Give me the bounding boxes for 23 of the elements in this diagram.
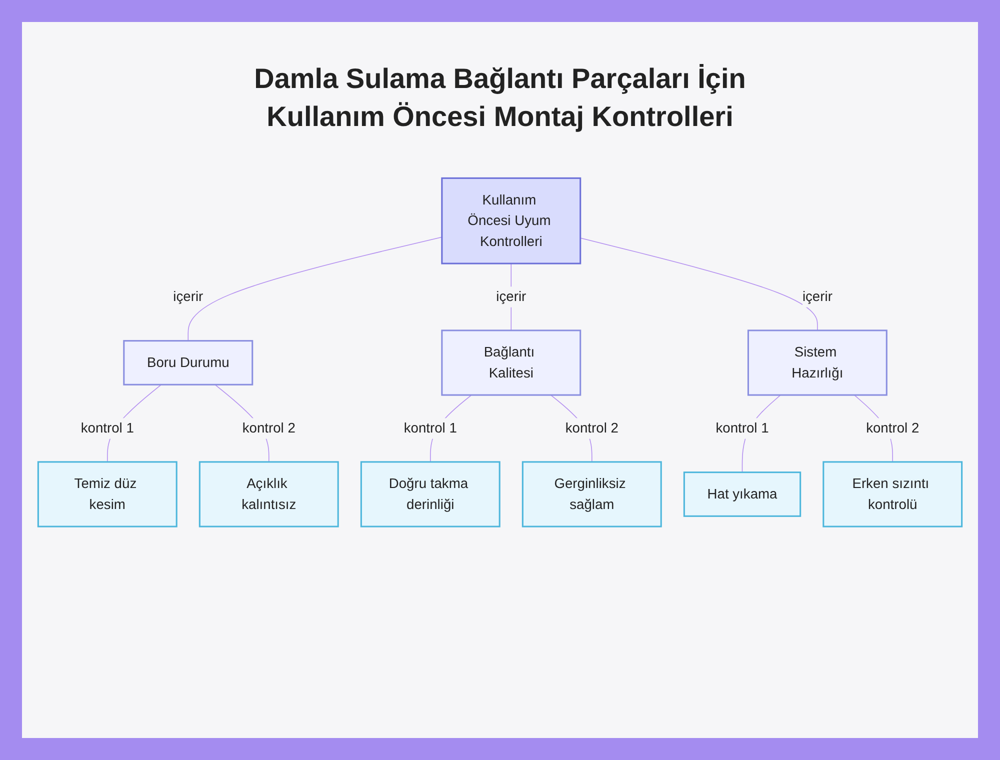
connector xyxy=(188,236,442,342)
node-box xyxy=(822,461,963,528)
edge-label: içerir xyxy=(496,288,526,304)
node-box xyxy=(123,340,254,386)
node-box xyxy=(360,461,500,528)
node-box xyxy=(198,461,339,528)
edge-label: kontrol 2 xyxy=(565,420,618,436)
node-box xyxy=(522,461,662,528)
edge-label: içerir xyxy=(173,288,204,304)
node-box xyxy=(37,461,178,528)
edge-label: kontrol 2 xyxy=(866,420,920,436)
diagram-title: Damla Sulama Bağlantı Parçaları İçin Kullanım Öncesi Montaj Kontrolleri xyxy=(253,62,747,134)
edge-label: kontrol 2 xyxy=(242,420,296,436)
node-box xyxy=(441,330,582,396)
node-box xyxy=(747,330,888,396)
node-box xyxy=(441,177,582,264)
connector xyxy=(580,238,818,331)
edge-label: kontrol 1 xyxy=(404,420,457,436)
node-box xyxy=(683,472,802,517)
edge-label: kontrol 1 xyxy=(80,420,134,436)
edge-label: içerir xyxy=(802,288,832,304)
edge-label: kontrol 1 xyxy=(716,420,769,436)
tree-diagram: içerir içerir içerir kontrol 1 kontrol 2 kontrol 1 kontrol 2 kontrol 1 kontrol 2 Kullanım Öncesi Uyum Kontrolleri Boru Durumu Bağlantı Kalitesi Sistem Hazırlığı Temiz düz kesim Açıklık kalıntısız Doğru takma derinliği Gerginliksiz sağlam Hat yıkama Erken sızıntı kontrolü xyxy=(32,172,968,533)
